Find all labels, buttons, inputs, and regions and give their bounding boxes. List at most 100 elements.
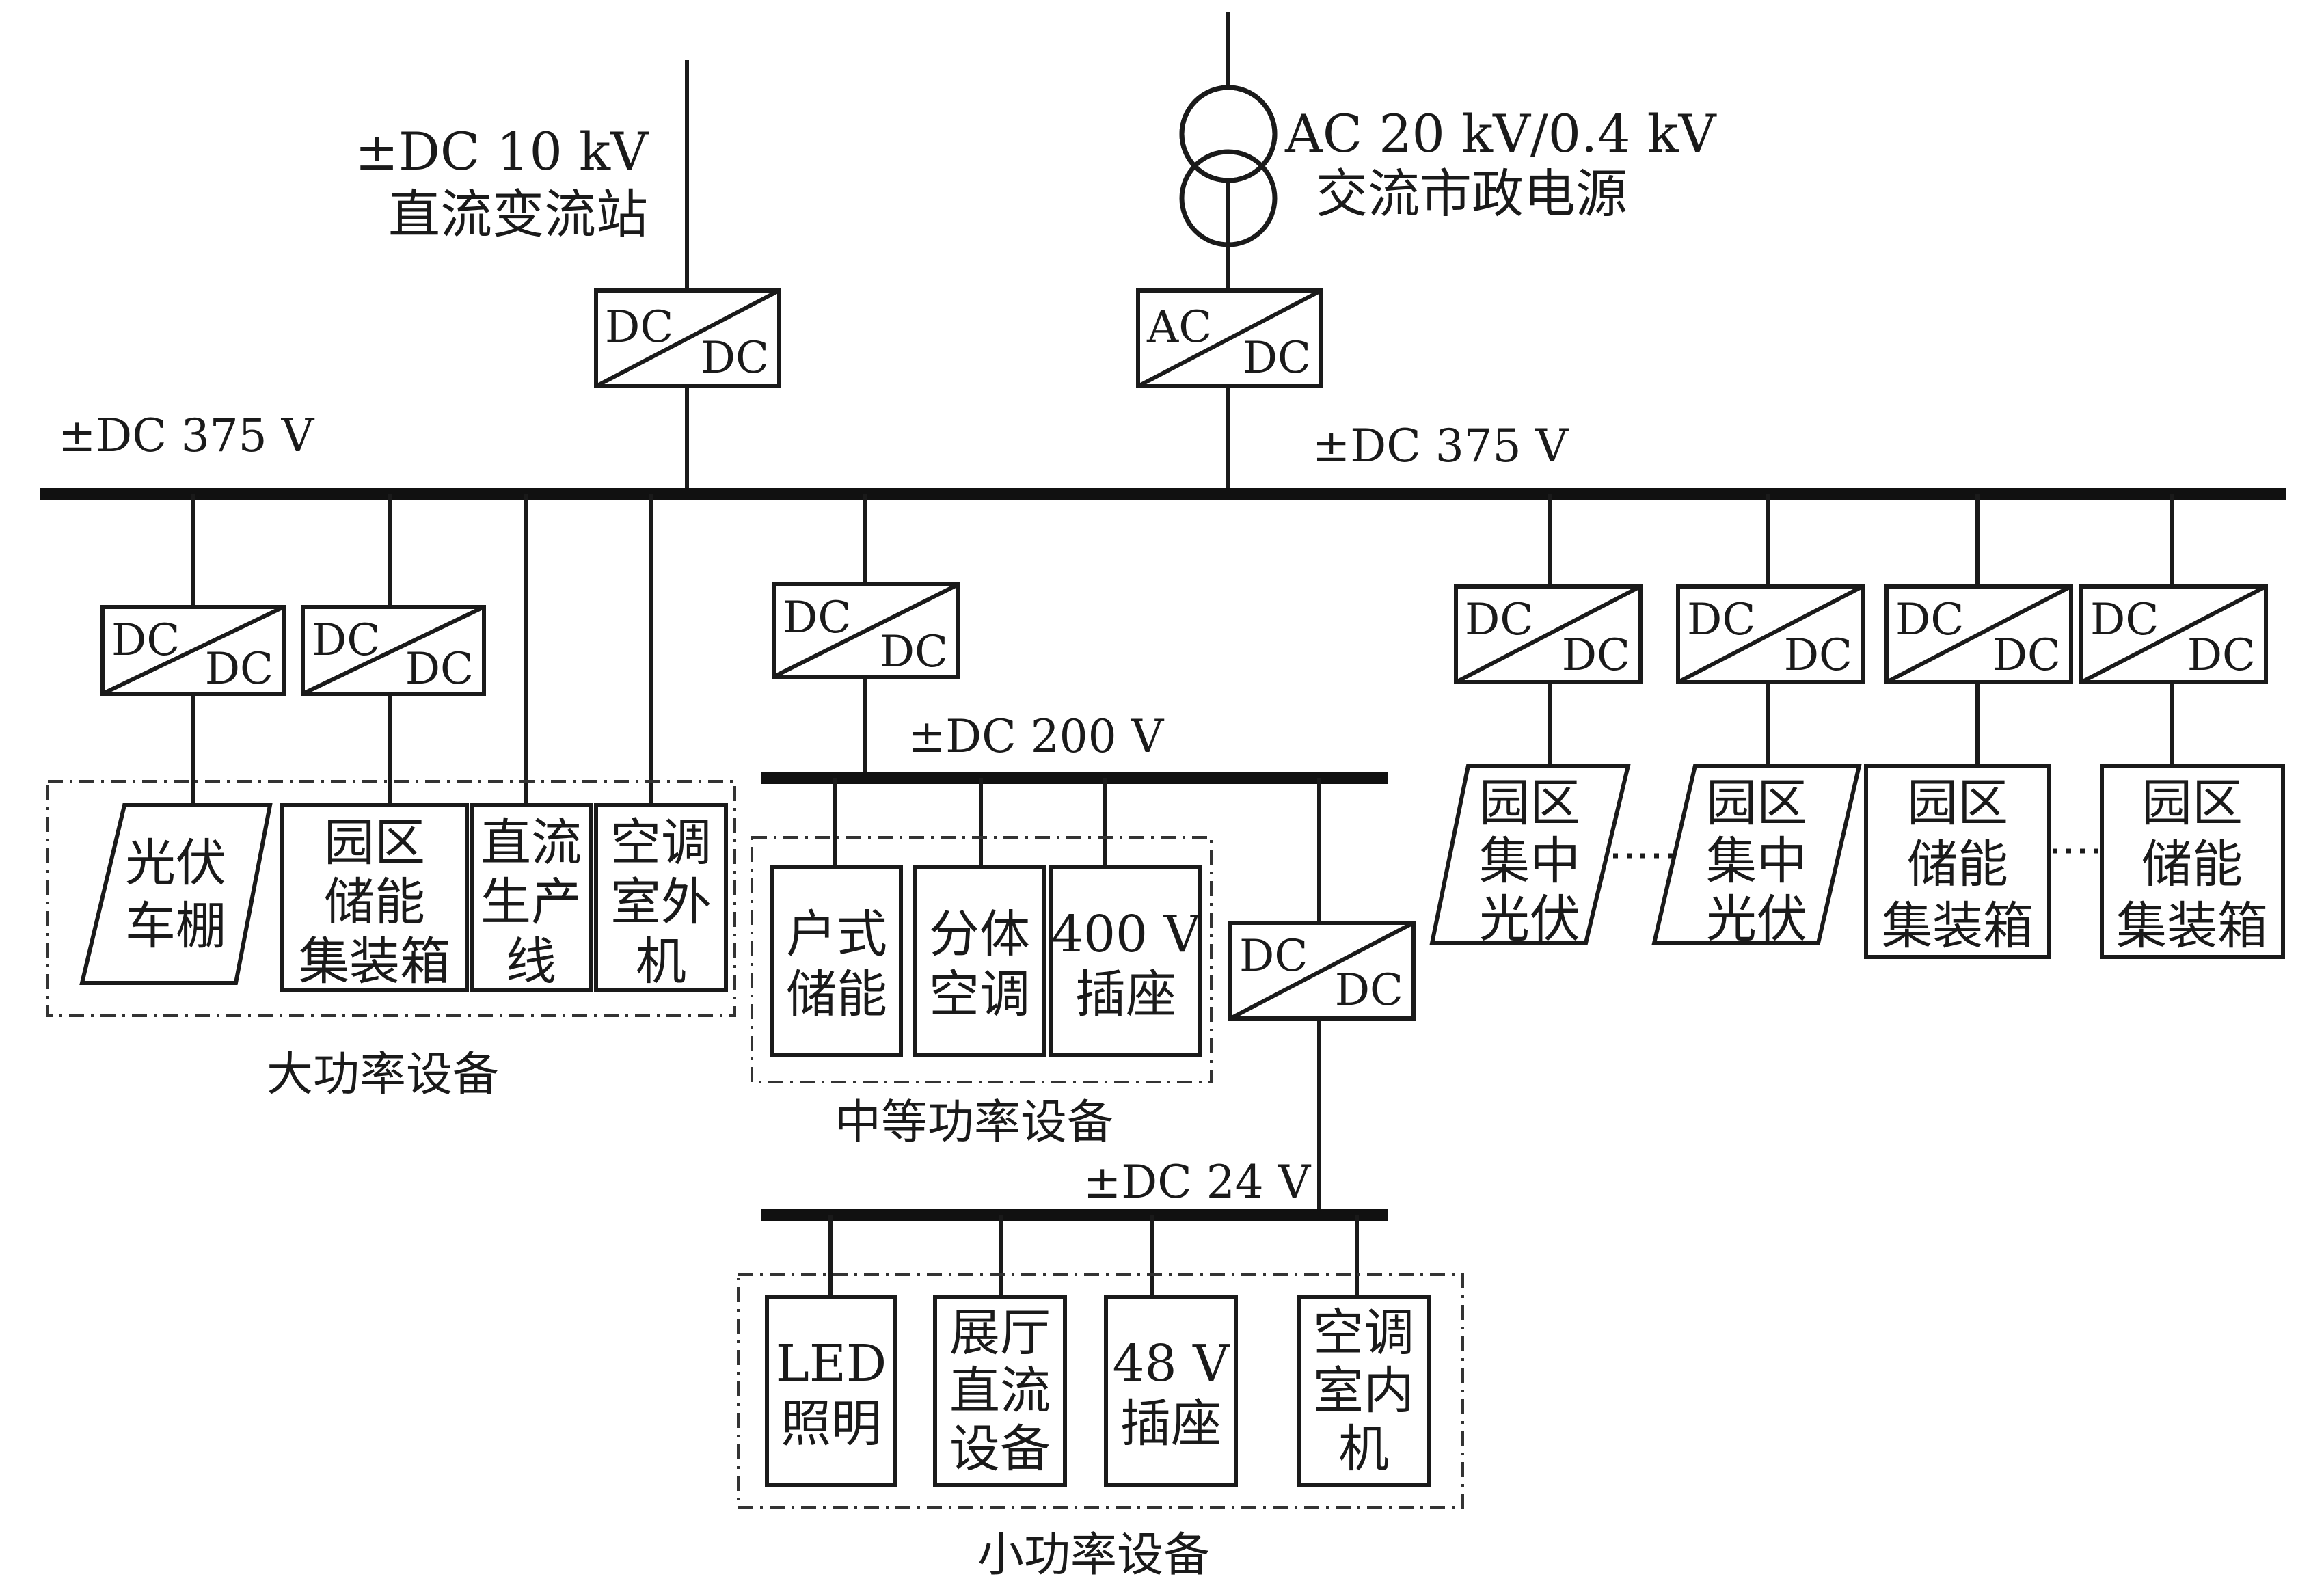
svg-text:DC: DC	[111, 615, 180, 666]
svg-text:园区: 园区	[1706, 774, 1807, 833]
park-storage-device-3: 园区 储能 集装箱	[2100, 764, 2285, 959]
svg-text:室内: 室内	[1313, 1362, 1414, 1420]
svg-text:空调: 空调	[610, 813, 712, 872]
pv-panel-icon	[1429, 764, 1631, 945]
medium-power-group	[751, 836, 1213, 1083]
svg-text:AC: AC	[1146, 302, 1212, 353]
small-power-label: 小功率设备	[977, 1528, 1210, 1582]
socket-48v-device: 48 V 插座	[1104, 1295, 1238, 1487]
park-storage-device: 园区 储能 集装箱	[280, 803, 469, 992]
svg-text:DC: DC	[1562, 630, 1630, 681]
ac-municipal-label: 交流市政电源	[1316, 163, 1627, 224]
bus375-left-label: ±DC 375 V	[58, 409, 315, 462]
converter-dc-dc-pv-carport: DC DC	[100, 605, 286, 696]
svg-text:车棚: 车棚	[125, 897, 226, 956]
svg-text:DC: DC	[605, 302, 673, 353]
svg-text:DC: DC	[783, 593, 851, 643]
svg-text:室外: 室外	[610, 873, 712, 932]
pv-panel-icon	[1651, 764, 1862, 945]
pv-carport-device: 光伏 车棚	[79, 803, 273, 985]
svg-text:分体: 分体	[929, 905, 1030, 964]
svg-text:插座: 插座	[1075, 965, 1176, 1024]
svg-text:插座: 插座	[1120, 1394, 1221, 1453]
svg-text:生产: 生产	[481, 873, 582, 932]
svg-text:DC: DC	[1335, 965, 1403, 1016]
bus200-label: ±DC 200 V	[908, 710, 1165, 763]
svg-text:DC: DC	[2187, 630, 2256, 681]
dc-station-label: 直流变流站	[388, 184, 648, 245]
svg-text:储能: 储能	[786, 965, 887, 1024]
svg-text:集装箱: 集装箱	[1882, 897, 2033, 956]
svg-text:园区: 园区	[1907, 774, 2008, 833]
svg-text:光伏: 光伏	[125, 834, 226, 893]
converter-dc-dc-24v: DC DC	[1228, 921, 1416, 1021]
socket-400v-device: 400 V 插座	[1049, 865, 1202, 1057]
bus24-label: ±DC 24 V	[1083, 1156, 1312, 1208]
svg-text:集中: 集中	[1706, 832, 1807, 891]
svg-text:直流: 直流	[481, 813, 582, 872]
central-pv-device-1: 园区 集中 光伏	[1429, 764, 1631, 949]
converter-dc-dc-park-storage: DC DC	[301, 605, 486, 696]
svg-text:线: 线	[506, 932, 556, 991]
svg-text:集装箱: 集装箱	[2116, 897, 2268, 956]
svg-text:光伏: 光伏	[1479, 890, 1580, 949]
ac-outdoor-unit-device: 空调 室外 机	[594, 803, 728, 992]
svg-text:400 V: 400 V	[1051, 905, 1202, 964]
svg-text:集中: 集中	[1479, 832, 1580, 891]
bus375-right-label: ±DC 375 V	[1312, 420, 1569, 472]
svg-text:储能: 储能	[2141, 835, 2243, 894]
svg-text:光伏: 光伏	[1706, 890, 1807, 949]
svg-text:机: 机	[1338, 1420, 1389, 1478]
converter-dc-dc-station: DC DC	[594, 288, 781, 388]
svg-text:DC: DC	[1243, 333, 1311, 383]
svg-text:机: 机	[636, 932, 686, 991]
ac-source-label: AC 20 kV/0.4 kV	[1284, 103, 1717, 164]
svg-text:48 V: 48 V	[1112, 1334, 1230, 1393]
large-power-group	[46, 780, 736, 1017]
svg-text:LED: LED	[776, 1334, 887, 1393]
svg-text:园区: 园区	[324, 813, 425, 872]
svg-text:DC: DC	[405, 644, 474, 694]
small-power-group	[737, 1273, 1464, 1509]
svg-text:DC: DC	[1465, 595, 1533, 645]
svg-text:直流: 直流	[949, 1362, 1051, 1420]
converter-dc-dc-park-storage-2: DC DC	[1884, 584, 2073, 684]
converter-dc-dc-central-pv-2: DC DC	[1676, 584, 1865, 684]
svg-text:DC: DC	[1992, 630, 2061, 681]
home-storage-device: 户式 储能	[770, 865, 903, 1057]
svg-text:DC: DC	[880, 627, 948, 677]
svg-text:园区: 园区	[1479, 774, 1580, 833]
led-lighting-device: LED 照明	[765, 1295, 897, 1487]
svg-text:储能: 储能	[324, 873, 425, 932]
svg-text:户式: 户式	[786, 905, 887, 964]
svg-text:DC: DC	[1895, 595, 1964, 645]
converter-dc-dc-200v: DC DC	[772, 582, 960, 679]
pv-panel-icon	[79, 803, 273, 985]
svg-text:DC: DC	[312, 615, 380, 666]
svg-text:空调: 空调	[929, 965, 1030, 1024]
converter-ac-dc: AC DC	[1136, 288, 1323, 388]
converter-dc-dc-park-storage-3: DC DC	[2079, 584, 2268, 684]
svg-text:园区: 园区	[2141, 774, 2243, 833]
medium-power-label: 中等功率设备	[835, 1096, 1113, 1150]
converter-dc-dc-central-pv-1: DC DC	[1454, 584, 1643, 684]
large-power-label: 大功率设备	[267, 1048, 499, 1102]
ac-indoor-unit-device: 空调 室内 机	[1297, 1295, 1431, 1487]
hall-dc-equipment-device: 展厅 直流 设备	[933, 1295, 1067, 1487]
split-ac-device: 分体 空调	[913, 865, 1046, 1057]
transformer-icon	[1179, 85, 1278, 247]
dc10kv-label: ±DC 10 kV	[355, 121, 649, 182]
svg-text:照明: 照明	[781, 1394, 882, 1453]
svg-text:DC: DC	[2090, 595, 2159, 645]
svg-text:DC: DC	[1687, 595, 1755, 645]
svg-text:展厅: 展厅	[949, 1303, 1051, 1362]
park-storage-device-2: 园区 储能 集装箱	[1864, 764, 2051, 959]
svg-text:空调: 空调	[1313, 1303, 1414, 1362]
svg-text:DC: DC	[1784, 630, 1852, 681]
svg-text:DC: DC	[701, 333, 769, 383]
svg-text:DC: DC	[1239, 931, 1308, 982]
dc-production-line-device: 直流 生产 线	[470, 803, 593, 992]
svg-text:设备: 设备	[949, 1420, 1051, 1478]
svg-text:集装箱: 集装箱	[299, 932, 450, 991]
